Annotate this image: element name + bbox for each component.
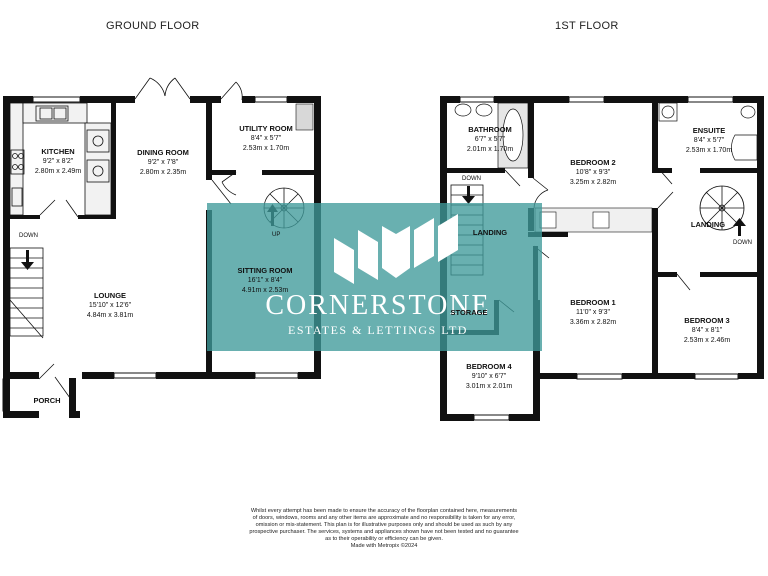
room-name: BATHROOM bbox=[468, 125, 512, 134]
disclaimer-line: of doors, windows, rooms and any other i… bbox=[252, 515, 516, 521]
room-name: BEDROOM 3 bbox=[684, 316, 730, 325]
room-dims-imperial: 8'4" x 8'1" bbox=[691, 327, 723, 334]
room-name: STORAGE bbox=[450, 308, 488, 317]
room-dims-imperial: 9'10" x 6'7" bbox=[471, 373, 507, 380]
room-dims-metric: 2.01m x 1.70m bbox=[466, 146, 514, 153]
stairs-down-label-right: DOWN bbox=[733, 240, 752, 246]
room-ensuite: ENSUITE 8'4" x 5'7" 2.53m x 1.70m bbox=[678, 126, 740, 156]
ground-floor-title: GROUND FLOOR bbox=[106, 20, 200, 32]
room-name: BEDROOM 4 bbox=[466, 362, 512, 371]
room-name: UTILITY ROOM bbox=[239, 124, 293, 133]
room-name: BEDROOM 1 bbox=[570, 298, 616, 307]
room-dims-imperial: 9'2" x 7'8" bbox=[147, 159, 179, 166]
room-dims-metric: 4.84m x 3.81m bbox=[86, 312, 134, 319]
ground-floor-windows bbox=[2, 96, 299, 412]
room-utility: UTILITY ROOM 8'4" x 5'7" 2.53m x 1.70m bbox=[233, 124, 299, 154]
room-sitting: SITTING ROOM 16'1" x 8'4" 4.91m x 2.53m bbox=[230, 266, 300, 296]
brand-tagline: ESTATES & LETTINGS LTD bbox=[288, 323, 468, 337]
room-name: PORCH bbox=[33, 396, 61, 405]
room-bathroom: BATHROOM 6'7" x 5'7" 2.01m x 1.70m bbox=[459, 125, 521, 155]
room-name: LANDING bbox=[690, 220, 726, 229]
room-dims-imperial: 8'4" x 5'7" bbox=[693, 137, 725, 144]
room-lounge: LOUNGE 15'10" x 12'6" 4.84m x 3.81m bbox=[75, 291, 145, 321]
disclaimer-text: Whilst every attempt has been made to en… bbox=[225, 508, 543, 550]
room-kitchen: KITCHEN 9'2" x 8'2" 2.80m x 2.49m bbox=[28, 147, 88, 177]
room-dims-imperial: 15'10" x 12'6" bbox=[88, 302, 132, 309]
room-porch: PORCH bbox=[27, 396, 67, 406]
stairs-up-label: UP bbox=[272, 232, 281, 238]
room-dims-imperial: 10'8" x 9'3" bbox=[575, 169, 611, 176]
stairs-down-label-left: DOWN bbox=[462, 176, 481, 182]
first-floor-stair-arrows bbox=[462, 186, 746, 236]
room-landing-right: LANDING bbox=[688, 220, 728, 230]
room-dims-metric: 3.36m x 2.82m bbox=[569, 319, 617, 326]
room-name: LANDING bbox=[472, 228, 508, 237]
brand-name: CORNERSTONE bbox=[265, 290, 491, 321]
room-dims-imperial: 16'1" x 8'4" bbox=[247, 277, 283, 284]
room-name: LOUNGE bbox=[93, 291, 127, 300]
stairs-down-label: DOWN bbox=[19, 233, 38, 239]
room-dims-metric: 2.53m x 2.46m bbox=[683, 337, 731, 344]
room-name: DINING ROOM bbox=[137, 148, 189, 157]
bathroom-fixtures bbox=[454, 102, 758, 169]
room-bedroom-4: BEDROOM 4 9'10" x 6'7" 3.01m x 2.01m bbox=[455, 362, 523, 392]
disclaimer-line: as to their operability or efficiency ca… bbox=[325, 536, 443, 542]
room-dims-metric: 2.80m x 2.35m bbox=[139, 169, 187, 176]
disclaimer-line: omission or mis-statement. This plan is … bbox=[255, 522, 513, 528]
disclaimer-line: Whilst every attempt has been made to en… bbox=[250, 508, 518, 514]
room-dims-metric: 3.01m x 2.01m bbox=[465, 383, 513, 390]
room-name: BEDROOM 2 bbox=[570, 158, 616, 167]
room-name: KITCHEN bbox=[41, 147, 75, 156]
ground-floor-doors bbox=[38, 77, 243, 399]
room-dims-imperial: 8'4" x 5'7" bbox=[250, 135, 282, 142]
room-dims-metric: 2.53m x 1.70m bbox=[685, 147, 733, 154]
room-bedroom-3: BEDROOM 3 8'4" x 8'1" 2.53m x 2.46m bbox=[674, 316, 740, 346]
room-dims-imperial: 6'7" x 5'7" bbox=[474, 136, 506, 143]
room-storage: STORAGE bbox=[447, 308, 491, 318]
utility-fixtures bbox=[295, 103, 314, 131]
first-floor-windows bbox=[459, 96, 739, 421]
room-dims-imperial: 11'0" x 9'3" bbox=[576, 309, 610, 316]
room-dims-metric: 2.53m x 1.70m bbox=[242, 145, 290, 152]
first-floor-title: 1ST FLOOR bbox=[555, 20, 619, 32]
room-dining: DINING ROOM 9'2" x 7'8" 2.80m x 2.35m bbox=[128, 148, 198, 178]
disclaimer-credit: Made with Metropix ©2024 bbox=[350, 543, 418, 549]
kitchen-fixtures bbox=[9, 102, 112, 216]
room-landing-left: LANDING bbox=[470, 228, 510, 238]
room-bedroom-2: BEDROOM 2 10'8" x 9'3" 3.25m x 2.82m bbox=[558, 158, 628, 188]
room-dims-metric: 4.91m x 2.53m bbox=[241, 287, 289, 294]
room-dims-metric: 3.25m x 2.82m bbox=[569, 179, 617, 186]
room-name: SITTING ROOM bbox=[237, 266, 293, 275]
room-dims-metric: 2.80m x 2.49m bbox=[34, 168, 82, 175]
disclaimer-line: prospective purchaser. The services, sys… bbox=[249, 529, 519, 535]
room-dims-imperial: 9'2" x 8'2" bbox=[42, 158, 74, 165]
room-name: ENSUITE bbox=[692, 126, 726, 135]
room-bedroom-1: BEDROOM 1 11'0" x 9'3" 3.36m x 2.82m bbox=[560, 298, 626, 328]
